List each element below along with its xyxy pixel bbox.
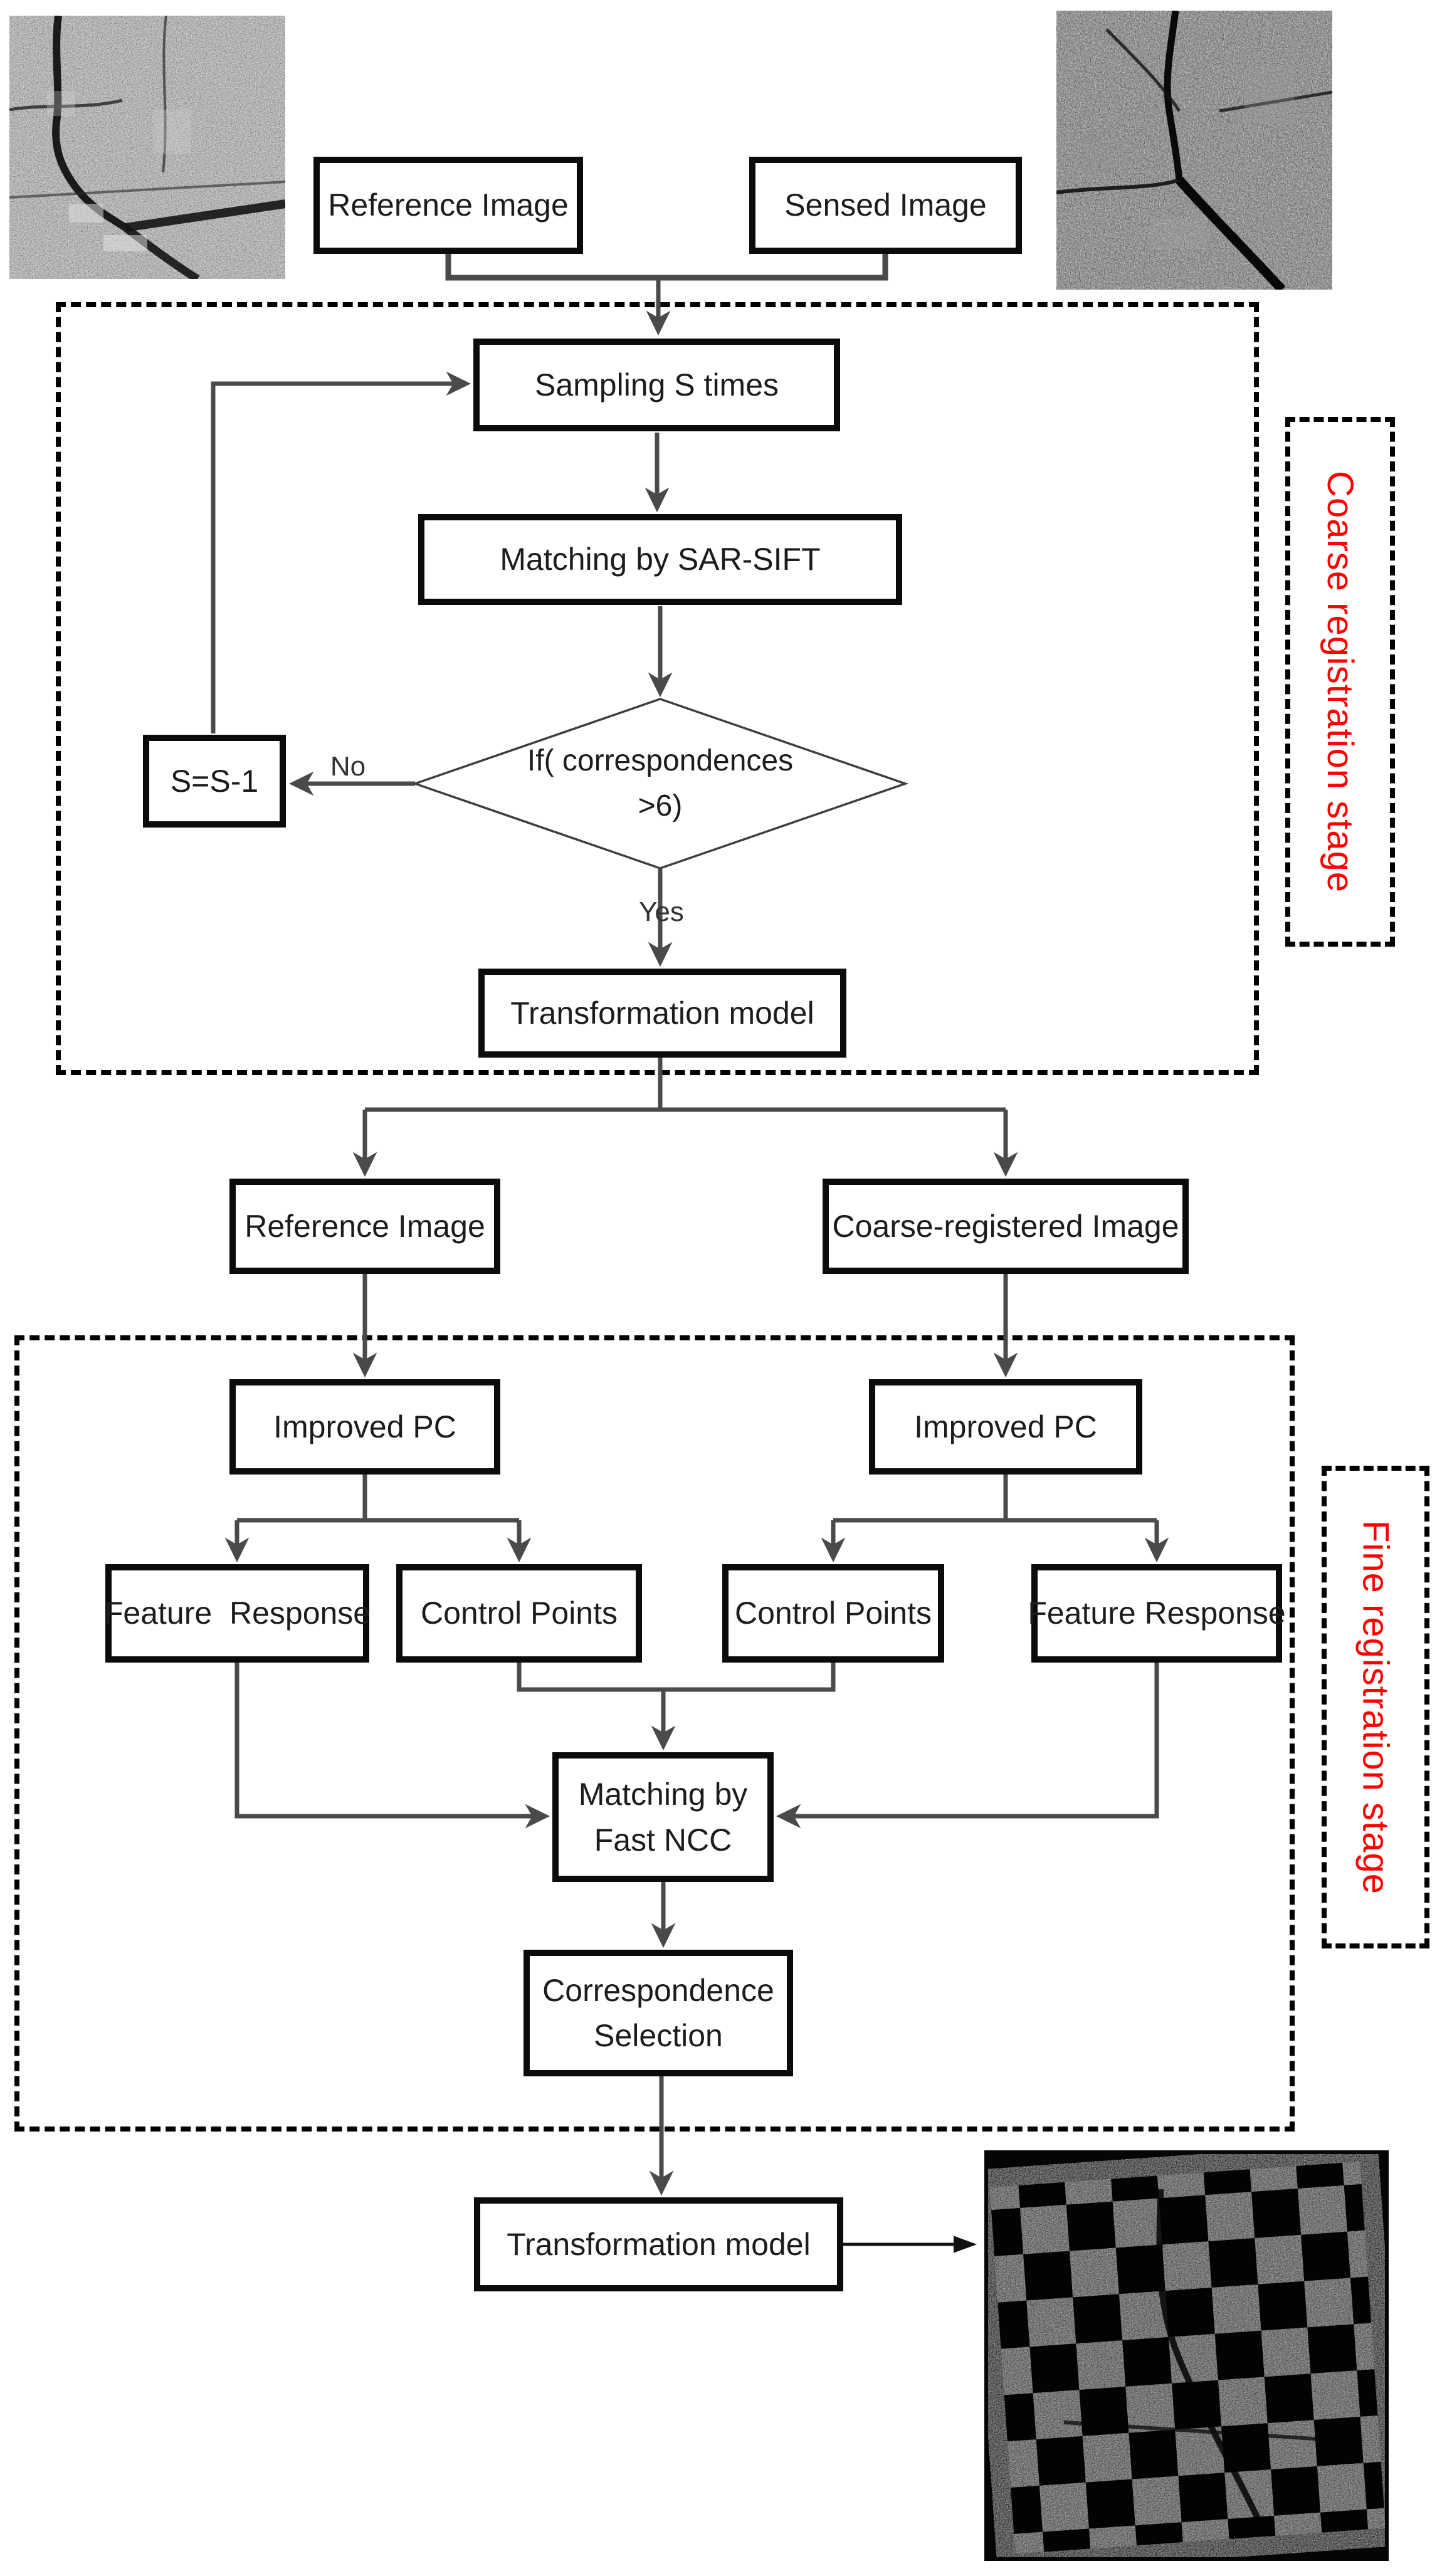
node-reference-image-top: Reference Image <box>313 157 583 254</box>
node-matching-fast-ncc: Matching by Fast NCC <box>552 1752 774 1882</box>
node-coarse-registered-image: Coarse-registered Image <box>823 1179 1189 1274</box>
node-label: Matching by SAR-SIFT <box>500 542 821 577</box>
node-label: Control Points <box>420 1596 618 1631</box>
node-label: Transformation model <box>507 2226 811 2262</box>
node-improved-pc-left: Improved PC <box>229 1379 500 1475</box>
node-label: Reference Image <box>245 1208 485 1244</box>
sensed-sar-image <box>1056 11 1332 290</box>
node-correspondence-selection: Correspondence Selection <box>524 1950 793 2076</box>
arrow-feature-right-to-ncc <box>776 1663 1159 1829</box>
node-label-line1: Correspondence <box>542 1972 774 2008</box>
edge-inputs-merge <box>445 251 888 281</box>
node-reference-image-2: Reference Image <box>229 1179 500 1274</box>
fine-stage-label-box: Fine registration stage <box>1322 1466 1429 1948</box>
checkerboard-result-image <box>984 2150 1389 2561</box>
edge-controlpoints-join <box>517 1663 836 1692</box>
edge-ipc-left-split <box>237 1475 519 1523</box>
node-label-line1: Matching by <box>578 1777 748 1812</box>
node-transformation-model-1: Transformation model <box>478 969 846 1058</box>
coarse-stage-label: Coarse registration stage <box>1320 471 1360 893</box>
node-label: Coarse-registered Image <box>832 1208 1179 1244</box>
node-label: Improved PC <box>914 1409 1097 1444</box>
node-label: Reference Image <box>328 187 569 223</box>
node-transformation-model-2: Transformation model <box>474 2197 843 2291</box>
edge-tm1-split <box>365 1058 1006 1112</box>
node-matching-sarsift: Matching by SAR-SIFT <box>418 514 902 605</box>
node-label: Improved PC <box>273 1409 456 1444</box>
node-label: Sampling S times <box>534 367 779 402</box>
decision-line2: >6) <box>638 789 683 823</box>
node-control-points-right: Control Points <box>722 1564 944 1663</box>
node-improved-pc-right: Improved PC <box>869 1379 1142 1475</box>
decision-line1: If( correspondences <box>527 744 794 777</box>
node-sampling: Sampling S times <box>473 339 840 431</box>
node-label: Control Points <box>734 1596 932 1631</box>
node-feature-response-left: Feature Response <box>103 1564 371 1663</box>
node-label-line2: Fast NCC <box>594 1822 732 1858</box>
node-label-line2: Selection <box>594 2018 723 2053</box>
edge-label-yes: Yes <box>639 896 684 927</box>
node-feature-response-right: Feature Response <box>1028 1564 1286 1663</box>
node-label: S=S-1 <box>170 763 259 799</box>
arrow-feature-left-to-ncc <box>234 1663 550 1829</box>
node-label: Feature Response <box>1028 1596 1286 1631</box>
reference-sar-image <box>9 16 285 279</box>
node-sensed-image: Sensed Image <box>749 157 1022 254</box>
node-control-points-left: Control Points <box>396 1564 642 1663</box>
node-label: Sensed Image <box>784 187 987 223</box>
fine-stage-outline <box>14 1335 1295 2132</box>
edge-ipc-right-split <box>833 1475 1157 1523</box>
coarse-stage-label-box: Coarse registration stage <box>1285 417 1395 947</box>
decision-text: If( correspondences >6) <box>472 715 848 853</box>
edge-label-no: No <box>330 751 366 782</box>
node-label: Feature Response <box>103 1596 371 1631</box>
fine-stage-label: Fine registration stage <box>1355 1520 1396 1895</box>
node-s-decrement: S=S-1 <box>143 735 286 828</box>
arrow-loop-to-sampling <box>211 371 471 733</box>
node-label: Transformation model <box>510 995 814 1031</box>
